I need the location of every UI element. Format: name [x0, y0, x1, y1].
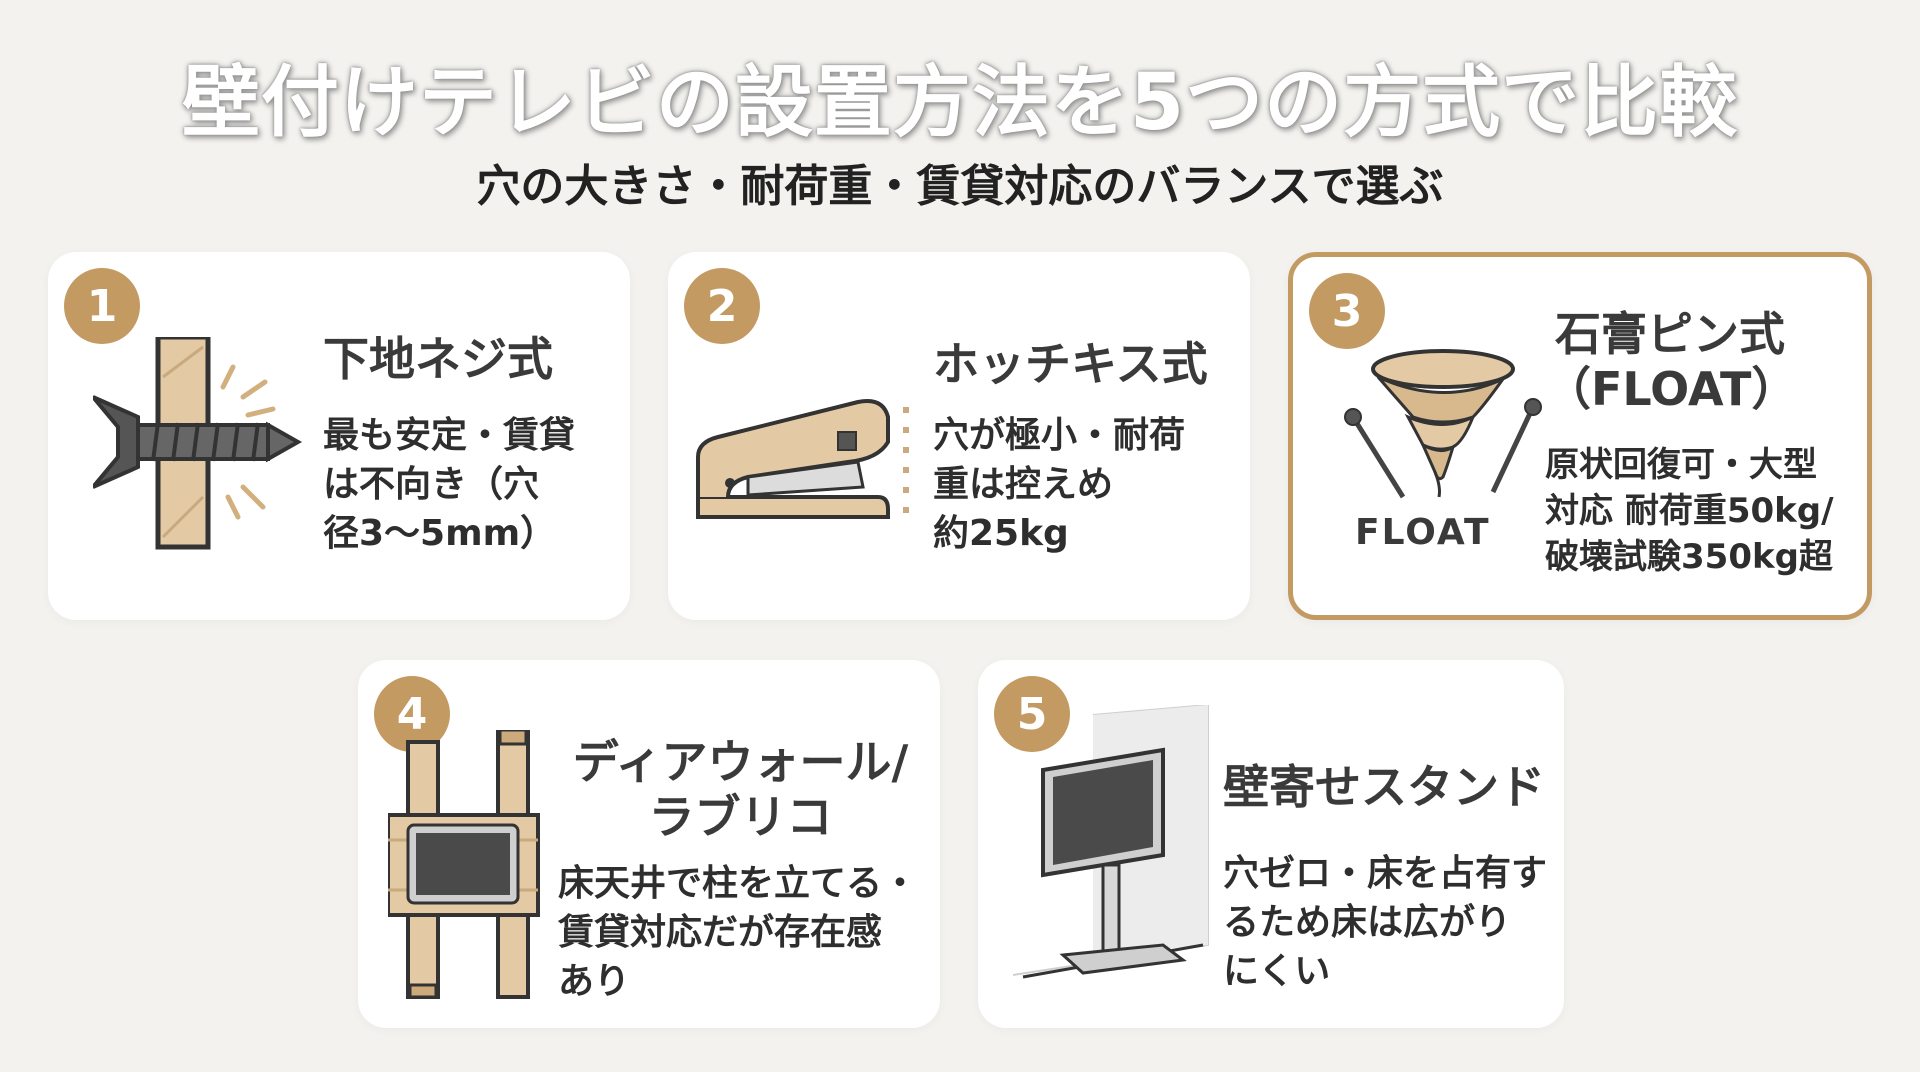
card-float: 3 FLOAT 石膏ピン式 （FLOAT） 原状回復可・大型 対応 耐荷重50k… — [1288, 252, 1872, 620]
card-screw: 1 下地ネジ式 最も安定・賃貸 は不向き（穴 径3〜5mm） — [48, 252, 630, 620]
page-subtitle: 穴の大きさ・耐荷重・賃貸対応のバランスで選ぶ — [476, 161, 1444, 212]
card-description: 最も安定・賃貸 は不向き（穴 径3〜5mm） — [323, 415, 576, 554]
page-title: 壁付けテレビの設置方法を5つの方式で比較 — [181, 58, 1739, 148]
stapler-icon — [696, 399, 909, 519]
tornado-pins-icon — [1344, 349, 1542, 499]
card-wall-stand: 5 壁寄せスタンド 穴ゼロ・床を占有す るため床は広がり にくい — [978, 660, 1564, 1028]
card-description: 穴ゼロ・床を占有す るため床は広がり にくい — [1223, 853, 1548, 992]
card-diawall: 4 ディアウォール/ ラブリコ 床天井で柱を立てる・ 賃貸対応だが存在感 あり — [358, 660, 940, 1028]
tv-stand-icon — [1013, 705, 1209, 979]
card-number-badge: 4 — [374, 676, 450, 752]
card-number-badge: 2 — [684, 268, 760, 344]
card-title: 石膏ピン式 （FLOAT） — [1545, 307, 1798, 417]
card-title: ホッチキス式 — [933, 337, 1208, 391]
card-number-badge: 1 — [64, 268, 140, 344]
card-number-badge: 5 — [994, 676, 1070, 752]
card-title: 下地ネジ式 — [323, 332, 553, 386]
screw-in-wall-icon — [93, 337, 303, 550]
card-description: 穴が極小・耐荷 重は控えめ 約25kg — [933, 415, 1186, 554]
wood-pillar-tv-icon — [388, 730, 540, 999]
card-description: 床天井で柱を立てる・ 賃貸対応だが存在感 あり — [558, 863, 919, 1002]
card-stapler: 2 ホッチキス式 穴が極小・耐荷 重は控えめ 約25kg — [668, 252, 1250, 620]
card-title: 壁寄せスタンド — [1223, 760, 1545, 814]
card-description: 原状回復可・大型 対応 耐荷重50kg/ 破壊試験350kg超 — [1545, 445, 1834, 578]
float-logo-text: FLOAT — [1355, 512, 1491, 553]
card-title: ディアウォール/ ラブリコ — [572, 735, 909, 845]
card-number-badge: 3 — [1309, 273, 1385, 349]
